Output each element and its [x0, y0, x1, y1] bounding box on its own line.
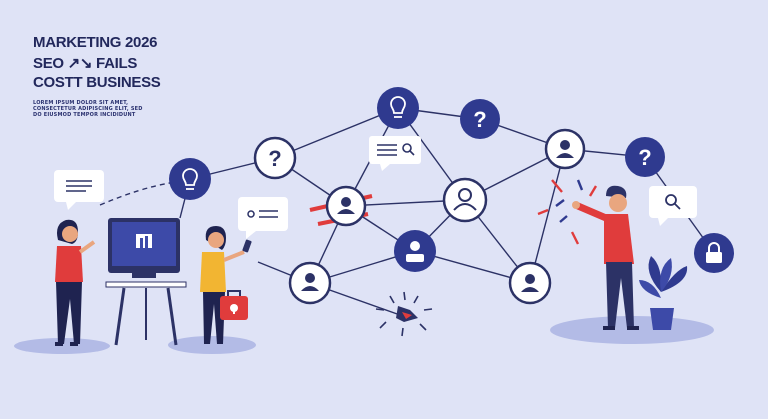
- chat-bubble-icon: [238, 197, 288, 239]
- subtext-line-3: DO EIUSMOD TEMPOR INCIDIDUNT: [33, 112, 136, 118]
- search-icon: [649, 186, 697, 226]
- lightbulb-icon: [377, 87, 419, 129]
- briefcase-icon: [220, 290, 248, 320]
- user-icon: [288, 261, 332, 305]
- chat-bubble-icon: [54, 170, 104, 210]
- headline-line-2: SEO ↗↘ FAILS: [33, 55, 138, 72]
- break-spark: [375, 291, 433, 337]
- svg-text:?: ?: [638, 145, 651, 170]
- impact-sparks-blue: [555, 179, 584, 223]
- plant-icon: [639, 256, 688, 330]
- user-icon: [394, 230, 436, 272]
- laptop-icon: [105, 218, 187, 346]
- woman-with-phone: [200, 226, 252, 344]
- svg-text:?: ?: [268, 146, 281, 171]
- chat-bubble-icon: [369, 136, 421, 171]
- user-icon: [442, 177, 488, 223]
- question-icon: ?: [625, 137, 665, 177]
- woman-at-desk: [55, 219, 96, 346]
- dashed-connector: [99, 182, 171, 206]
- user-icon: [544, 128, 586, 170]
- question-icon: ?: [460, 99, 500, 139]
- headline-line-3: COSTT BUSINESS: [33, 74, 161, 91]
- question-icon: ?: [253, 136, 297, 180]
- user-icon: [325, 185, 367, 227]
- svg-text:?: ?: [473, 107, 486, 132]
- man-breaking-link: [572, 185, 639, 330]
- floor-shadow-middle: [168, 336, 256, 354]
- lock-icon: [694, 233, 734, 273]
- impact-sparks: [537, 179, 598, 245]
- subtext-line-1: LOREM IPSUM DOLOR SIT AMET,: [33, 100, 129, 106]
- user-icon: [508, 261, 552, 305]
- headline-line-1: MARKETING 2026: [33, 34, 158, 51]
- subtext-line-2: CONSECTETUR ADIPISCING ELIT, SED: [33, 106, 143, 112]
- lightbulb-icon: [169, 158, 211, 200]
